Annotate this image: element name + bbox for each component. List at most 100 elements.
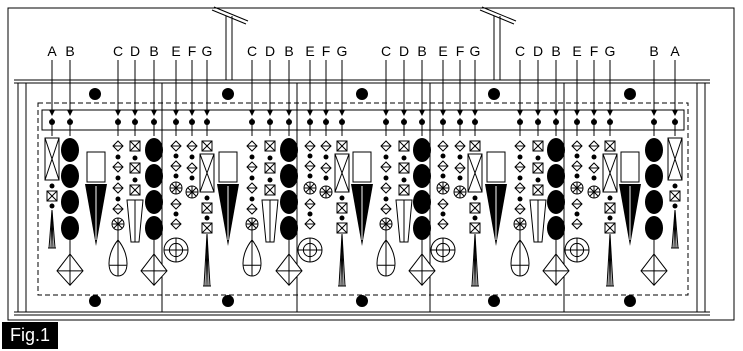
rosette-cut [305,183,315,193]
bead [173,173,179,179]
top-mount-dot [356,88,368,100]
bead [383,154,389,160]
prism-cut [667,137,683,181]
bead [323,119,329,125]
bead [457,175,463,181]
bead [204,195,210,201]
bead [267,119,273,125]
ball-facet [569,242,585,258]
strand-b [640,118,668,286]
bead [173,119,179,125]
strand-label: G [202,43,213,59]
bead [440,173,446,179]
square-cut [201,222,213,234]
bead [401,155,407,161]
strand-g [602,118,618,287]
oval-bead [145,138,163,162]
strand-label: B [284,43,293,59]
rosette-cut [438,183,448,193]
bead [307,211,313,217]
bead [383,196,389,202]
strand-d [529,118,547,243]
square-cut [129,140,141,152]
label-arrow-head [132,110,138,116]
bottom-mount-dot [488,295,500,307]
label-arrow-head [591,110,597,116]
bead [401,119,407,125]
bead [591,154,597,160]
label-arrow-head [401,110,407,116]
tassel-strand [474,233,479,287]
strand-label: C [113,43,123,59]
chandelier-frame [7,6,735,321]
bead [607,119,613,125]
bead [574,153,580,159]
blade-strand [619,151,641,246]
oval-bead [547,138,565,162]
label-arrow-head [419,110,425,116]
bead [115,119,121,125]
bead [517,196,523,202]
bead [535,155,541,161]
crystal-strands [44,118,683,287]
strand-b [542,118,570,286]
strand-label: G [470,43,481,59]
bead [339,119,345,125]
strand-label: C [515,43,525,59]
bead [189,119,195,125]
strand-label: B [149,43,158,59]
strand-label: F [590,43,599,59]
rosette-cut [171,183,181,193]
strand-f [319,118,333,199]
suspension-hook [211,9,247,25]
square-cut [129,184,141,196]
prism-cut [334,153,350,193]
bead [457,154,463,160]
outer-border [7,7,735,321]
label-arrow-head [323,110,329,116]
strand-g [199,118,215,287]
label-arrow-head [607,110,613,116]
strand-a [44,118,60,249]
bead [323,154,329,160]
tassel-strand [206,233,211,287]
label-arrow-head [339,110,345,116]
label-arrow-head [535,110,541,116]
bead [132,177,138,183]
bead [472,215,478,221]
top-mount-dot [89,88,101,100]
square-cut [264,162,276,174]
bead [267,177,273,183]
bead [440,211,446,217]
bead [249,154,255,160]
suspension-hook [479,9,515,25]
oval-bead [547,216,565,240]
strand-a [667,118,683,249]
square-cut [201,140,213,152]
oval-bead [145,216,163,240]
ball-facet [302,242,318,258]
square-cut [129,162,141,174]
blade-holder [486,151,506,183]
label-arrow-head [383,110,389,116]
strand-label: G [337,43,348,59]
strand-label: G [605,43,616,59]
bead [591,119,597,125]
square-cut [604,222,616,234]
bead [472,119,478,125]
oval-bead [280,138,298,162]
bead [204,215,210,221]
oval-bead [645,138,663,162]
strand-b [275,118,303,286]
strand-label: F [188,43,197,59]
ball-facet [435,242,451,258]
square-cut [398,162,410,174]
strand-g [334,118,350,287]
prism-cut [44,137,60,181]
oval-bead [61,216,79,240]
strand-b [140,118,168,286]
strand-c [376,118,396,277]
square-cut [532,140,544,152]
strand-label: B [65,43,74,59]
